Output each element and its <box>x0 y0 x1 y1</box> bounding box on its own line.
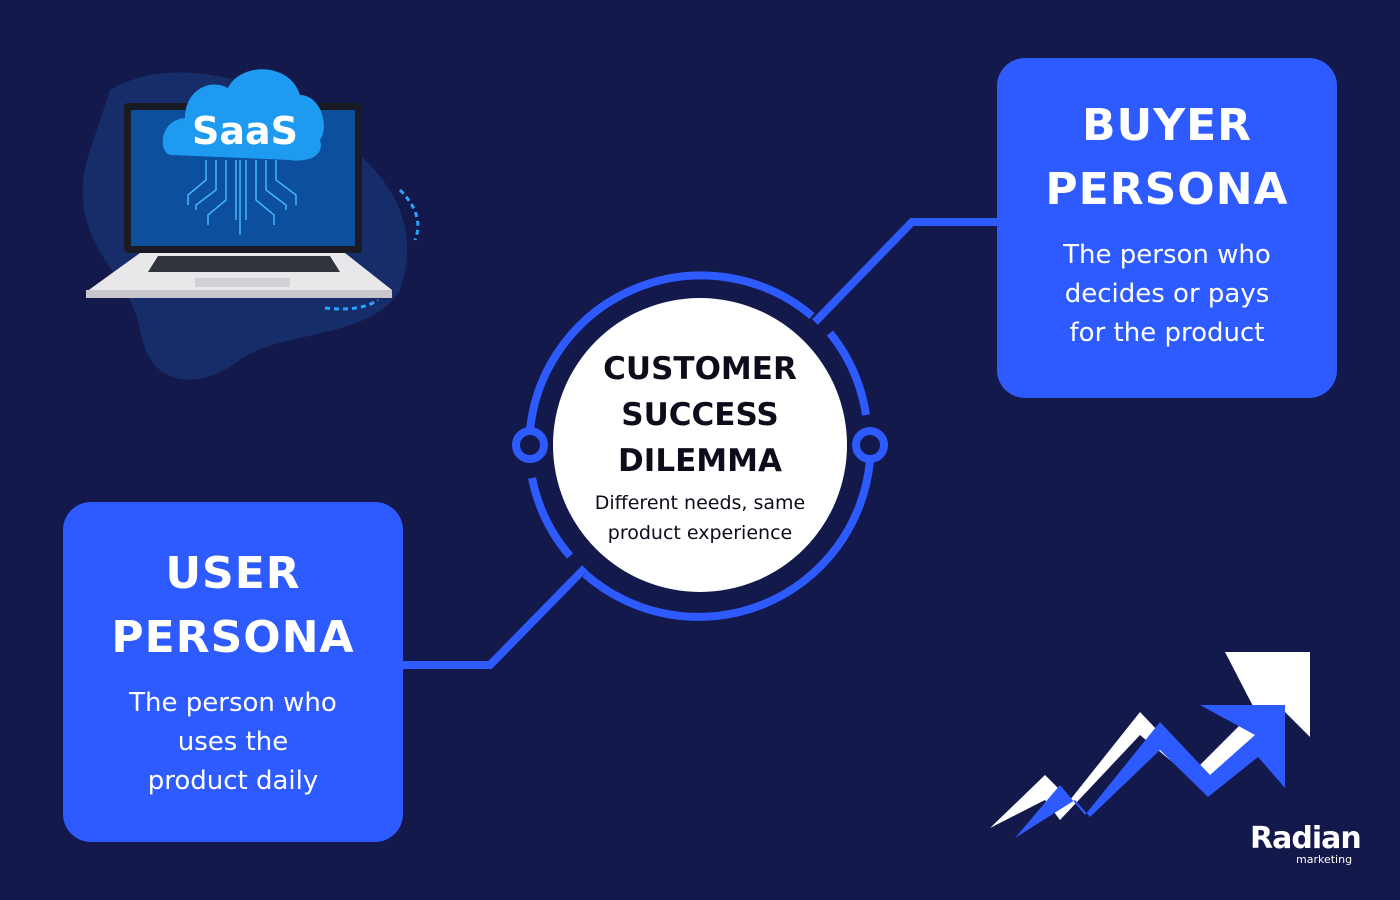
buyer-title: PERSONA <box>1045 164 1289 215</box>
user-title: USER <box>165 548 301 599</box>
center-ring <box>512 271 888 621</box>
center-subtitle-line: product experience <box>607 522 793 544</box>
buyer-persona-card: BUYER PERSONA The person who decides or pa… <box>997 58 1337 398</box>
saas-label: SaaS <box>192 109 298 153</box>
user-title: PERSONA <box>111 612 355 663</box>
buyer-desc: decides or pays <box>1064 279 1270 309</box>
connectors <box>400 218 1000 669</box>
growth-arrow-icon <box>990 652 1310 838</box>
saas-laptop-illustration: SaaS <box>82 69 420 380</box>
user-desc: product daily <box>147 766 319 796</box>
center-title-line: DILEMMA <box>618 443 782 479</box>
buyer-desc: The person who <box>1063 240 1271 270</box>
user-desc: uses the <box>177 727 289 757</box>
buyer-desc: for the product <box>1069 318 1265 348</box>
center-title-line: CUSTOMER <box>603 351 797 387</box>
center-subtitle-line: Different needs, same <box>594 492 806 514</box>
radian-logo: Radian marketing <box>1250 821 1362 867</box>
center-title-line: SUCCESS <box>621 397 779 433</box>
buyer-title: BUYER <box>1081 100 1253 151</box>
user-desc: The person who <box>129 688 337 718</box>
customer-success-dilemma-circle: CUSTOMER SUCCESS DILEMMA Different needs, … <box>553 298 847 592</box>
user-persona-card: USER PERSONA The person who uses the produc… <box>63 502 403 842</box>
logo-sub: marketing <box>1296 853 1353 866</box>
logo-name: Radian <box>1250 821 1362 856</box>
